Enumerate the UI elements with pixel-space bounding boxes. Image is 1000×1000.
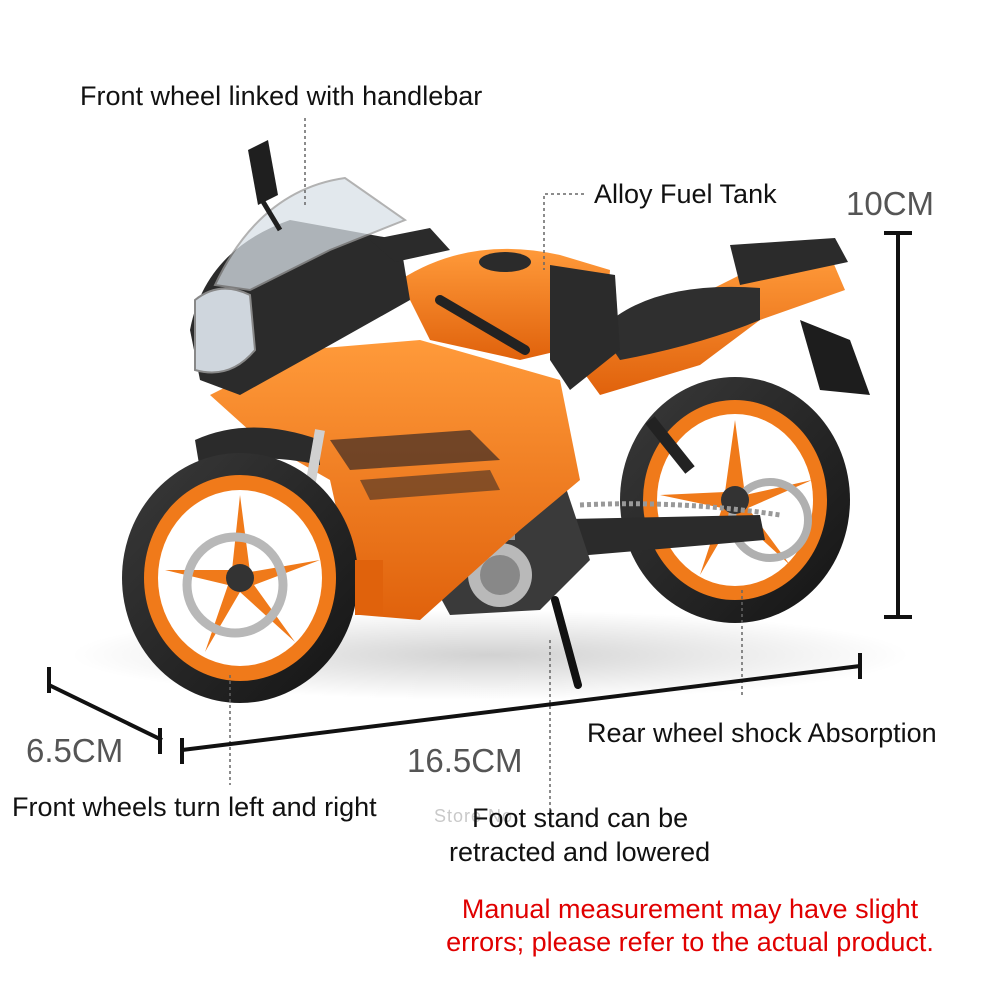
license-plate-bracket — [800, 320, 870, 395]
right-mirror — [370, 228, 450, 262]
dimension-length: 16.5CM — [407, 742, 523, 779]
handlebar — [435, 295, 530, 355]
measurement-note: Manual measurement may have slight error… — [400, 893, 980, 959]
note-line-2: errors; please refer to the actual produ… — [446, 927, 934, 957]
rear-shock — [645, 416, 695, 474]
fairing-stripe — [330, 430, 500, 470]
label-fuel-tank: Alloy Fuel Tank — [594, 179, 777, 209]
kickstand — [551, 596, 582, 689]
windscreen — [213, 176, 408, 292]
dimension-height: 10CM — [846, 185, 935, 222]
pillion-seat — [730, 238, 848, 285]
dimension-width: 6.5CM — [26, 732, 124, 769]
rear-wheel — [620, 377, 850, 623]
callout-lines — [229, 118, 743, 815]
width-line — [48, 683, 163, 742]
front-wheel — [122, 453, 358, 703]
chain — [579, 501, 781, 518]
label-front-turn: Front wheels turn left and right — [12, 792, 377, 822]
dimension-lines — [47, 231, 912, 764]
label-rear-shock: Rear wheel shock Absorption — [587, 718, 937, 748]
label-foot-stand-line1: Foot stand can be — [472, 803, 689, 833]
label-foot-stand-line2: retracted and lowered — [449, 837, 711, 867]
label-front-wheel-handlebar: Front wheel linked with handlebar — [80, 81, 483, 111]
fairing-stripe-2 — [360, 470, 500, 500]
fuel-cap — [479, 252, 531, 272]
watermark: Store No. — [434, 806, 520, 826]
headlight — [194, 287, 257, 374]
note-line-1: Manual measurement may have slight — [461, 894, 919, 924]
tank-side-dark — [550, 265, 620, 390]
mirror — [248, 140, 278, 205]
seat — [600, 286, 760, 360]
radiator-guard — [355, 560, 383, 615]
mirror-stalk — [259, 198, 283, 232]
leader-fuel-tank — [543, 193, 584, 270]
length-line — [181, 664, 861, 752]
motorcycle-illustration — [122, 140, 870, 703]
